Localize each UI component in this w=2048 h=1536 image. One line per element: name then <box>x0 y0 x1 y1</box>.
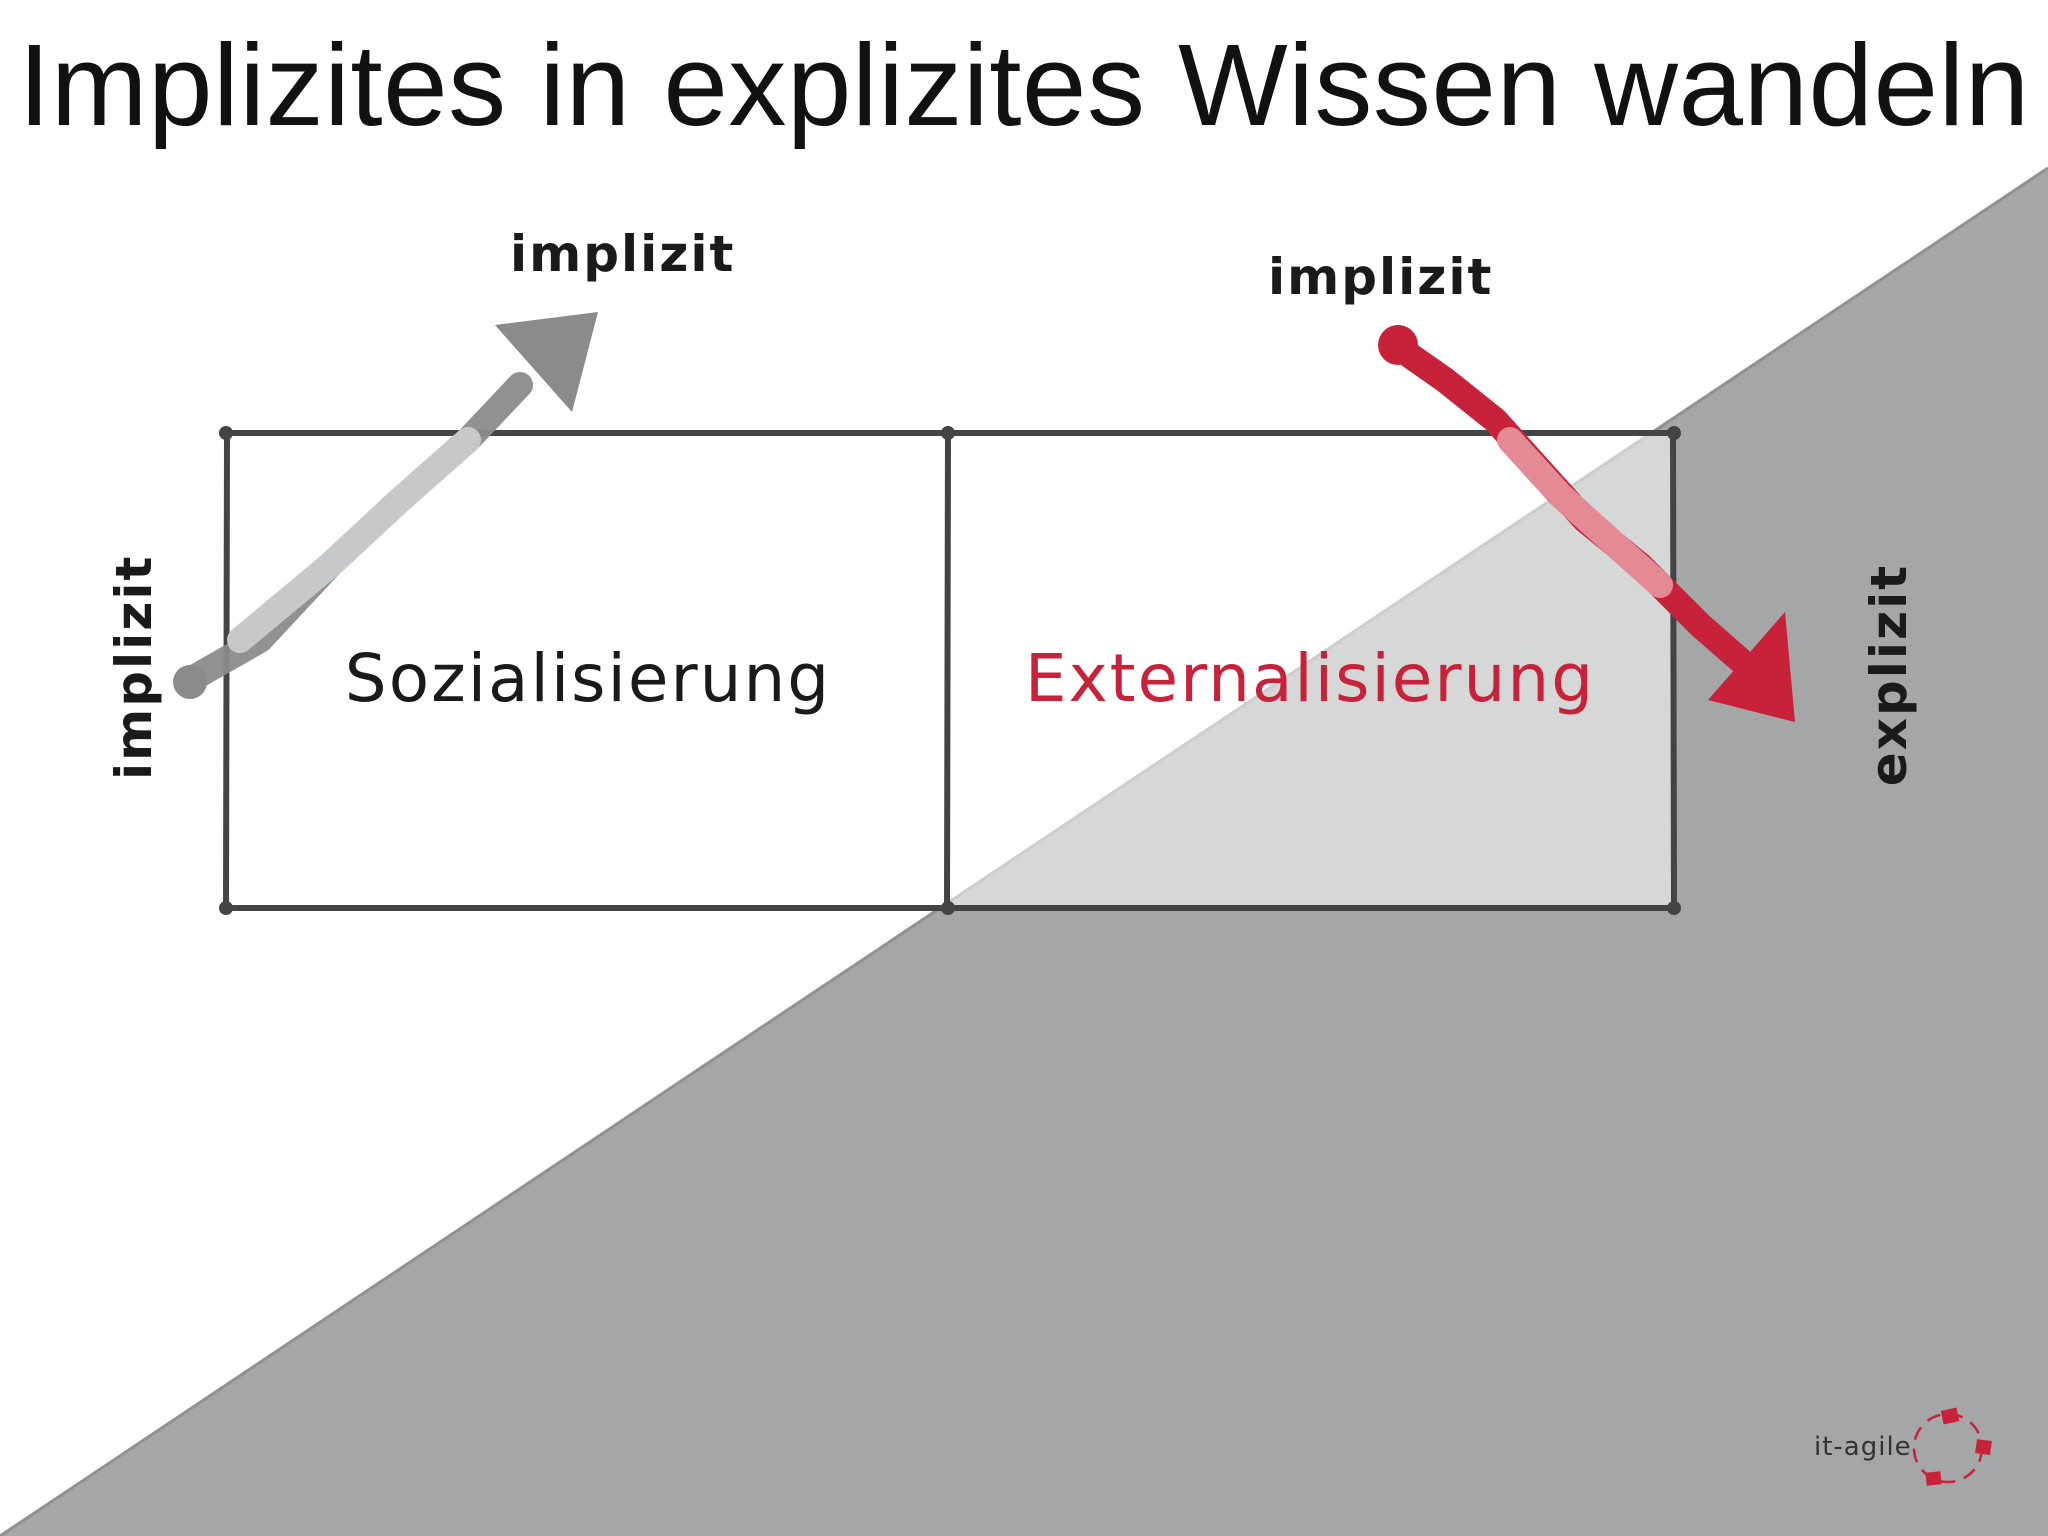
axis-label-right: explizit <box>1860 563 1918 787</box>
axis-label-top-right: implizit <box>1268 248 1494 306</box>
axis-label-top-left: implizit <box>510 225 736 283</box>
logo-text: it-agile <box>1814 1432 1912 1462</box>
cell-right-box <box>948 435 1672 908</box>
it-agile-logo: it-agile <box>1808 1404 2008 1494</box>
axis-label-left: implizit <box>105 554 163 780</box>
cell-label-externalization: Externalisierung <box>1024 640 1596 717</box>
cell-left-box <box>226 435 948 908</box>
socialization-arrow <box>173 312 598 699</box>
externalization-arrow <box>1378 325 1795 722</box>
page-title: Implizites in explizites Wissen wandeln <box>18 20 2030 150</box>
cell-label-socialization: Sozialisierung <box>344 640 832 717</box>
it-agile-logo-icon <box>1912 1407 1992 1486</box>
